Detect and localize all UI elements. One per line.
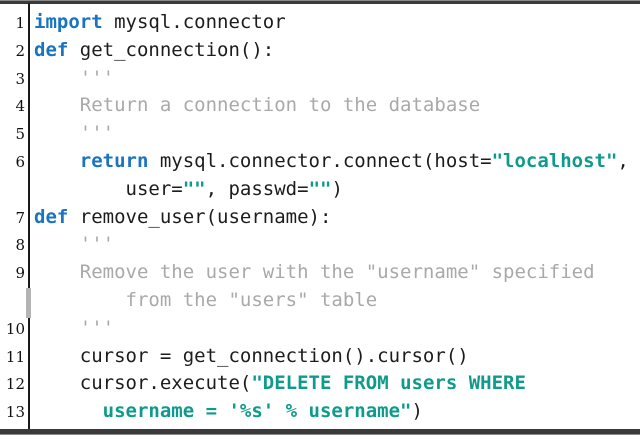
line-number: 5 <box>15 125 25 144</box>
line-number: 6 <box>15 152 25 171</box>
code-line: 13 username = '%s' % username") <box>0 398 640 426</box>
gutter-rule <box>28 3 30 429</box>
token-comment: from the "users" table <box>125 288 378 311</box>
code-text: def remove_user(username): <box>25 204 640 232</box>
code-text: return mysql.connector.connect(host="loc… <box>25 148 640 176</box>
code-text: ''' <box>25 231 640 259</box>
line-number: 11 <box>5 347 25 366</box>
code-line: from the "users" table <box>0 287 640 315</box>
token-plain: ) <box>331 177 343 200</box>
line-number: 8 <box>15 236 25 255</box>
token-plain: , <box>617 149 629 172</box>
code-text: Remove the user with the "username" spec… <box>25 259 640 287</box>
line-number: 4 <box>15 97 25 116</box>
line-number: 1 <box>15 14 25 32</box>
token-keyword: return <box>79 149 149 172</box>
code-text: from the "users" table <box>25 287 640 315</box>
code-text: cursor.execute("DELETE FROM users WHERE <box>25 370 640 398</box>
token-plain: user= <box>125 177 183 200</box>
code-line: user="", passwd="") <box>0 176 640 204</box>
token-string: "DELETE FROM users WHERE <box>251 372 526 395</box>
token-string: "" <box>308 177 332 200</box>
code-line: 6 return mysql.connector.connect(host="l… <box>0 148 640 176</box>
line-number: 10 <box>5 319 25 338</box>
code-line: 3 ''' <box>0 65 640 93</box>
code-line: 8 ''' <box>0 231 640 259</box>
code-line: 9 Remove the user with the "username" sp… <box>0 259 640 287</box>
code-text: ''' <box>25 120 640 148</box>
code-text: username = '%s' % username") <box>25 398 640 426</box>
bottom-rule <box>0 429 640 435</box>
token-plain: cursor.execute( <box>79 372 252 395</box>
token-plain: ) <box>411 400 423 423</box>
token-comment: ''' <box>79 233 115 256</box>
gutter-rule-artifact <box>26 288 31 318</box>
top-rule <box>0 0 640 4</box>
line-number: 7 <box>15 208 25 227</box>
code-text: user="", passwd="") <box>25 176 640 204</box>
line-number: 3 <box>15 69 25 88</box>
token-comment: Remove the user with the "username" spec… <box>79 261 595 284</box>
code-line: 12 cursor.execute("DELETE FROM users WHE… <box>0 370 640 398</box>
code-text: ''' <box>25 65 640 93</box>
line-number: 13 <box>5 403 25 422</box>
code-text: cursor = get_connection().cursor() <box>25 343 640 371</box>
code-text: import mysql.connector <box>25 9 640 37</box>
token-string: username = '%s' % username" <box>102 400 412 423</box>
line-number: 12 <box>5 375 25 394</box>
code-line: 4 Return a connection to the database <box>0 92 640 120</box>
token-plain: , passwd= <box>205 177 309 200</box>
token-comment: ''' <box>79 66 115 89</box>
token-comment: ''' <box>79 122 115 145</box>
token-plain: mysql.connector <box>102 11 286 33</box>
code-line: 11 cursor = get_connection().cursor() <box>0 343 640 371</box>
line-number: 2 <box>15 41 25 60</box>
token-plain: cursor = get_connection().cursor() <box>79 344 469 367</box>
code-text: ''' <box>25 315 640 343</box>
token-string: "localhost" <box>491 149 618 172</box>
token-keyword: def <box>34 38 69 61</box>
code-text: def get_connection(): <box>25 37 640 65</box>
line-number: 9 <box>15 264 25 283</box>
token-comment: ''' <box>79 316 115 339</box>
token-keyword: def <box>34 205 69 228</box>
token-plain: mysql.connector.connect(host= <box>148 149 492 172</box>
token-plain: get_connection(): <box>68 38 275 61</box>
token-string: "" <box>182 177 206 200</box>
token-plain: remove_user(username): <box>68 205 332 228</box>
token-comment: Return a connection to the database <box>79 94 481 117</box>
code-line: 10 ''' <box>0 315 640 343</box>
token-keyword: import <box>34 11 103 33</box>
code-line: 5 ''' <box>0 120 640 148</box>
code-text: Return a connection to the database <box>25 92 640 120</box>
